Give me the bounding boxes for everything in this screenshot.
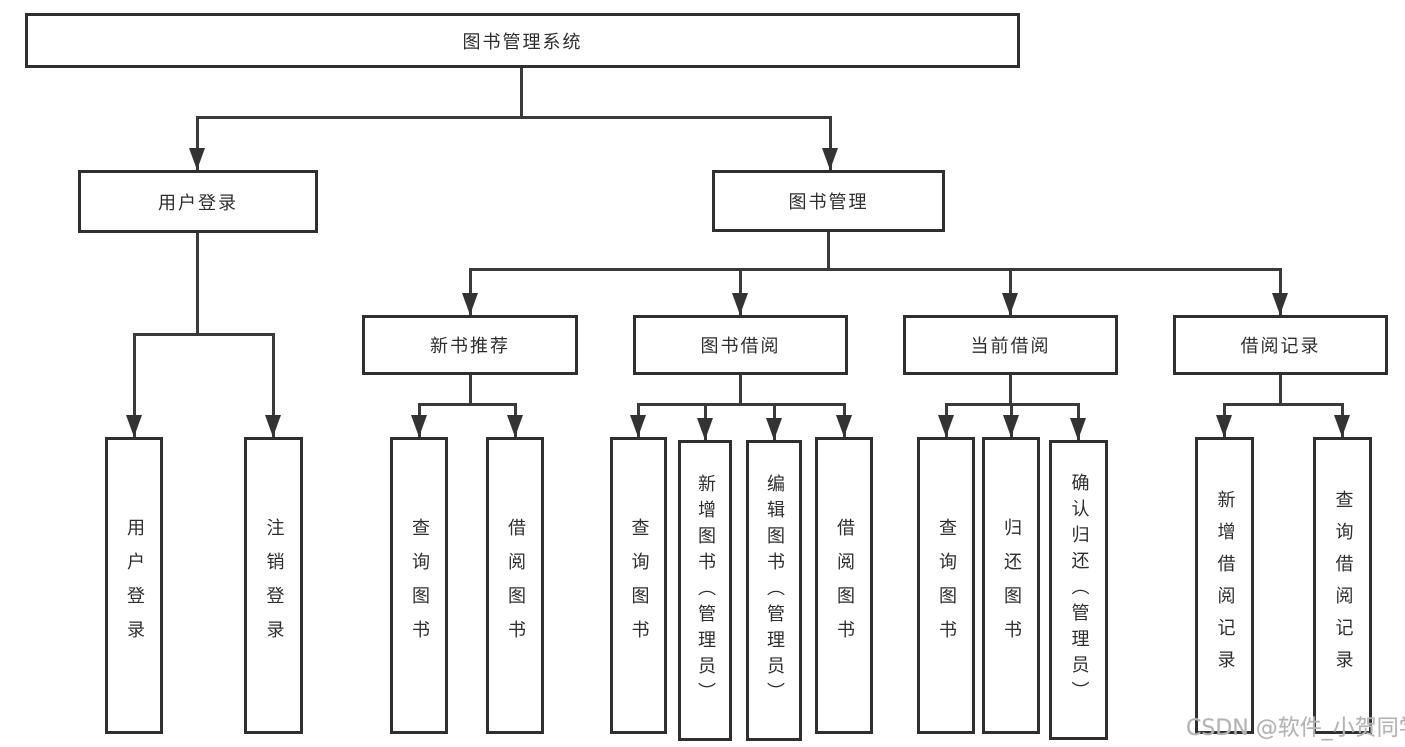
watermark: CSDN @软件_小贺同学: [1186, 716, 1405, 741]
arrow-down-icon: [1002, 293, 1018, 315]
node-label: 编辑图书（管理员）: [764, 473, 785, 708]
node-label: 查询图书: [628, 517, 650, 654]
arrow-down-icon: [1070, 418, 1086, 440]
node-new-book-recommend: 新书推荐: [362, 315, 578, 375]
leaf-add-book-admin: 新增图书（管理员）: [678, 440, 732, 741]
connector-line: [944, 402, 1080, 406]
node-label: 新增图书（管理员）: [695, 473, 716, 708]
connector-line: [132, 332, 275, 336]
node-label: 图书管理: [788, 192, 869, 213]
connector-line: [468, 375, 472, 405]
node-label: 借阅记录: [1240, 336, 1321, 357]
arrow-down-icon: [697, 418, 713, 440]
node-label: 新增借阅记录: [1214, 489, 1236, 682]
node-label: 图书借阅: [700, 336, 781, 357]
node-borrow-records: 借阅记录: [1173, 315, 1388, 375]
connector-line: [738, 269, 742, 315]
arrow-down-icon: [1003, 415, 1019, 437]
connector-line: [132, 334, 136, 437]
node-label: 借阅图书: [505, 517, 526, 654]
node-library-system: 图书管理系统: [25, 13, 1020, 68]
node-book-management: 图书管理: [712, 170, 945, 232]
leaf-query-books-borrow: 查询图书: [610, 437, 667, 734]
leaf-return-book: 归还图书: [982, 437, 1040, 734]
arrow-down-icon: [507, 415, 523, 437]
leaf-query-borrow-record: 查询借阅记录: [1313, 437, 1372, 734]
connector-line: [1008, 269, 1012, 315]
node-label: 新书推荐: [430, 336, 510, 357]
node-user-login: 用户登录: [78, 170, 318, 233]
arrow-down-icon: [1272, 293, 1288, 315]
connector-line: [1278, 269, 1282, 315]
connector-line: [195, 233, 199, 335]
connector-line: [519, 68, 523, 118]
connector-line: [271, 334, 275, 437]
node-label: 查询借阅记录: [1332, 489, 1354, 682]
connector-line: [195, 117, 199, 170]
node-label: 确认归还（管理员）: [1068, 473, 1090, 707]
node-label: 用户登录: [158, 192, 238, 214]
connector-line: [826, 232, 830, 271]
node-book-borrow: 图书借阅: [633, 315, 848, 375]
connector-line: [1222, 402, 1344, 406]
leaf-borrow-books-recommend: 借阅图书: [486, 437, 544, 734]
arrow-down-icon: [836, 415, 852, 437]
arrow-down-icon: [265, 415, 281, 437]
arrow-down-icon: [630, 415, 646, 437]
arrow-down-icon: [411, 415, 427, 437]
arrow-down-icon: [766, 418, 782, 440]
connector-line: [417, 402, 517, 406]
arrow-down-icon: [822, 148, 838, 170]
arrow-down-icon: [938, 415, 954, 437]
node-label: 查询图书: [936, 517, 957, 654]
node-label: 查询图书: [409, 517, 430, 654]
arrow-down-icon: [732, 293, 748, 315]
connector-line: [468, 267, 1282, 271]
node-label: 图书管理系统: [462, 31, 583, 53]
leaf-logout: 注销登录: [244, 437, 303, 734]
connector-line: [636, 402, 846, 406]
leaf-borrow-books: 借阅图书: [815, 437, 873, 734]
node-label: 借阅图书: [834, 517, 855, 654]
leaf-add-borrow-record: 新增借阅记录: [1195, 437, 1254, 734]
connector-line: [468, 269, 472, 315]
leaf-confirm-return-admin: 确认归还（管理员）: [1049, 440, 1108, 740]
connector-line: [1278, 375, 1282, 405]
node-label: 用户登录: [124, 517, 145, 654]
node-label: 注销登录: [263, 517, 285, 654]
leaf-user-login: 用户登录: [105, 437, 163, 734]
arrow-down-icon: [189, 148, 205, 170]
connector-line: [828, 117, 832, 170]
leaf-query-books-recommend: 查询图书: [390, 437, 448, 734]
connector-line: [1008, 375, 1012, 405]
connector-line: [195, 115, 832, 119]
arrow-down-icon: [1334, 415, 1350, 437]
arrow-down-icon: [126, 415, 142, 437]
node-label: 当前借阅: [970, 336, 1051, 357]
leaf-edit-book-admin: 编辑图书（管理员）: [746, 440, 802, 741]
arrow-down-icon: [1216, 415, 1232, 437]
node-current-borrow: 当前借阅: [903, 315, 1118, 375]
leaf-query-books-current: 查询图书: [917, 437, 975, 734]
connector-line: [738, 375, 742, 405]
node-label: 归还图书: [1001, 517, 1022, 654]
arrow-down-icon: [462, 293, 478, 315]
